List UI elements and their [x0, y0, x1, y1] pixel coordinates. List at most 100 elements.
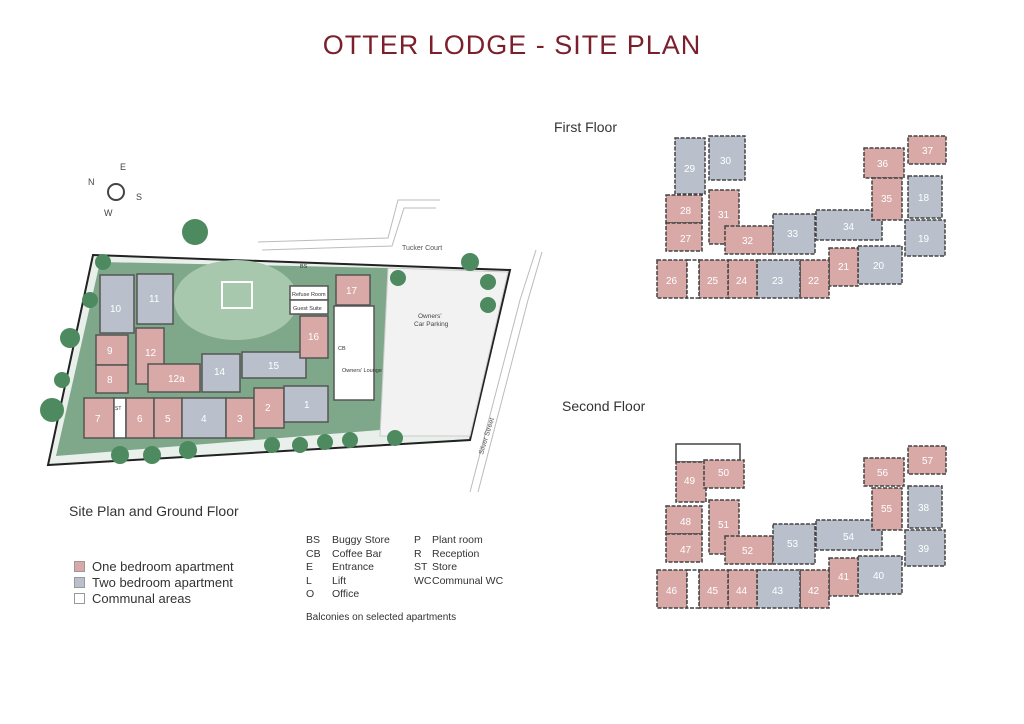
- abbr-code: CB: [306, 547, 321, 560]
- unit-27[interactable]: [665, 222, 703, 252]
- unit-19-label: 19: [918, 234, 930, 245]
- unit-30[interactable]: [708, 135, 746, 181]
- abbr-code: ST: [414, 561, 428, 573]
- unit-26-label: 26: [666, 276, 678, 287]
- trees: [40, 219, 496, 464]
- unit-37[interactable]: [907, 135, 947, 165]
- unit-21[interactable]: [828, 247, 859, 287]
- buggy-store-label: BS: [300, 264, 308, 270]
- abbr-desc: Communal WC: [432, 574, 504, 587]
- unit-24[interactable]: [727, 259, 758, 299]
- unit-47[interactable]: [665, 533, 703, 563]
- unit-44[interactable]: [727, 569, 758, 609]
- unit-18-label: 18: [918, 193, 930, 204]
- unit-32[interactable]: [724, 225, 774, 255]
- unit-9[interactable]: [95, 334, 129, 366]
- unit-4[interactable]: [181, 397, 227, 439]
- first-floor-label: First Floor: [554, 119, 617, 135]
- unit-16-label: 16: [308, 332, 320, 343]
- unit-40-label: 40: [873, 571, 885, 582]
- unit-54-label: 54: [843, 532, 855, 543]
- unit-41[interactable]: [828, 557, 859, 597]
- unit-23[interactable]: [756, 259, 801, 299]
- unit-1[interactable]: [283, 385, 329, 423]
- svg-text:E: E: [120, 162, 126, 172]
- unit-33-label: 33: [787, 229, 799, 240]
- unit-15[interactable]: [241, 351, 307, 379]
- svg-text:W: W: [104, 208, 113, 218]
- unit-38-label: 38: [918, 503, 930, 514]
- unit-18[interactable]: [907, 175, 943, 219]
- guest-suite-label: Guest Suite: [293, 306, 322, 312]
- unit-46[interactable]: [656, 569, 688, 609]
- unit-17[interactable]: [335, 274, 371, 306]
- unit-2[interactable]: [253, 387, 285, 429]
- unit-43[interactable]: [756, 569, 801, 609]
- unit-34[interactable]: [815, 209, 883, 241]
- unit-12a[interactable]: [147, 363, 201, 393]
- unit-55[interactable]: [871, 487, 903, 531]
- unit-35[interactable]: [871, 177, 903, 221]
- unit-1-label: 1: [304, 400, 310, 411]
- unit-39-label: 39: [918, 544, 930, 555]
- unit-22-label: 22: [808, 276, 820, 287]
- unit-11[interactable]: [136, 273, 174, 325]
- unit-28-label: 28: [680, 206, 692, 217]
- unit-53[interactable]: [772, 523, 816, 565]
- unit-12-label: 12: [145, 348, 157, 359]
- unit-9-label: 9: [107, 346, 113, 357]
- unit-28[interactable]: [665, 194, 703, 224]
- unit-45[interactable]: [698, 569, 729, 609]
- svg-text:N: N: [88, 177, 95, 187]
- abbr-code: O: [306, 588, 315, 600]
- abbr-desc: Coffee Bar: [332, 547, 383, 560]
- unit-41-label: 41: [838, 572, 850, 583]
- unit-56[interactable]: [863, 457, 905, 487]
- legend: One bedroom apartment Two bedroom apartm…: [74, 558, 234, 606]
- abbr-desc: Office: [332, 588, 360, 600]
- first-floor-units: 29 30 28 27 31 32 33 34 36 37 35 18 19 2…: [656, 135, 947, 299]
- unit-20[interactable]: [857, 245, 903, 285]
- unit-54[interactable]: [815, 519, 883, 551]
- unit-38[interactable]: [907, 485, 943, 529]
- abbr-code: BS: [306, 534, 321, 546]
- unit-22[interactable]: [799, 259, 830, 299]
- unit-48[interactable]: [665, 505, 703, 535]
- unit-7[interactable]: [83, 397, 115, 439]
- unit-8[interactable]: [95, 364, 129, 394]
- unit-52-label: 52: [742, 546, 754, 557]
- unit-33[interactable]: [772, 213, 816, 255]
- unit-42[interactable]: [799, 569, 830, 609]
- unit-26[interactable]: [656, 259, 688, 299]
- store-st: [113, 397, 127, 439]
- ground-floor-units: 10 11 9 8 12 12a 14 15 16 17 Refuse Room…: [83, 264, 382, 439]
- unit-15-label: 15: [268, 361, 280, 372]
- unit-2-label: 2: [265, 403, 271, 414]
- unit-19[interactable]: [904, 219, 946, 257]
- unit-53-label: 53: [787, 539, 799, 550]
- unit-5-label: 5: [165, 414, 171, 425]
- unit-14[interactable]: [201, 353, 241, 393]
- refuse-room-label: Refuse Room: [292, 292, 326, 298]
- unit-16[interactable]: [299, 315, 329, 359]
- unit-10[interactable]: [99, 274, 135, 334]
- unit-40[interactable]: [857, 555, 903, 595]
- balconies-note: Balconies on selected apartments: [306, 612, 457, 623]
- unit-50[interactable]: [703, 459, 745, 489]
- abbr-desc: Entrance: [332, 561, 375, 573]
- tucker-court-label: Tucker Court: [402, 245, 442, 252]
- unit-39[interactable]: [904, 529, 946, 567]
- unit-36[interactable]: [863, 147, 905, 179]
- unit-57[interactable]: [907, 445, 947, 475]
- unit-25[interactable]: [698, 259, 729, 299]
- unit-51[interactable]: [708, 499, 740, 555]
- owners-lounge-label: Owners' Lounge: [342, 368, 382, 374]
- legend-label: Communal areas: [92, 590, 191, 606]
- legend-item-communal: Communal areas: [74, 590, 234, 606]
- unit-51-label: 51: [718, 520, 730, 531]
- abbr-desc: Lift: [332, 574, 347, 587]
- abbr-code: E: [306, 561, 314, 573]
- unit-49[interactable]: [675, 461, 707, 503]
- unit-29[interactable]: [674, 137, 706, 195]
